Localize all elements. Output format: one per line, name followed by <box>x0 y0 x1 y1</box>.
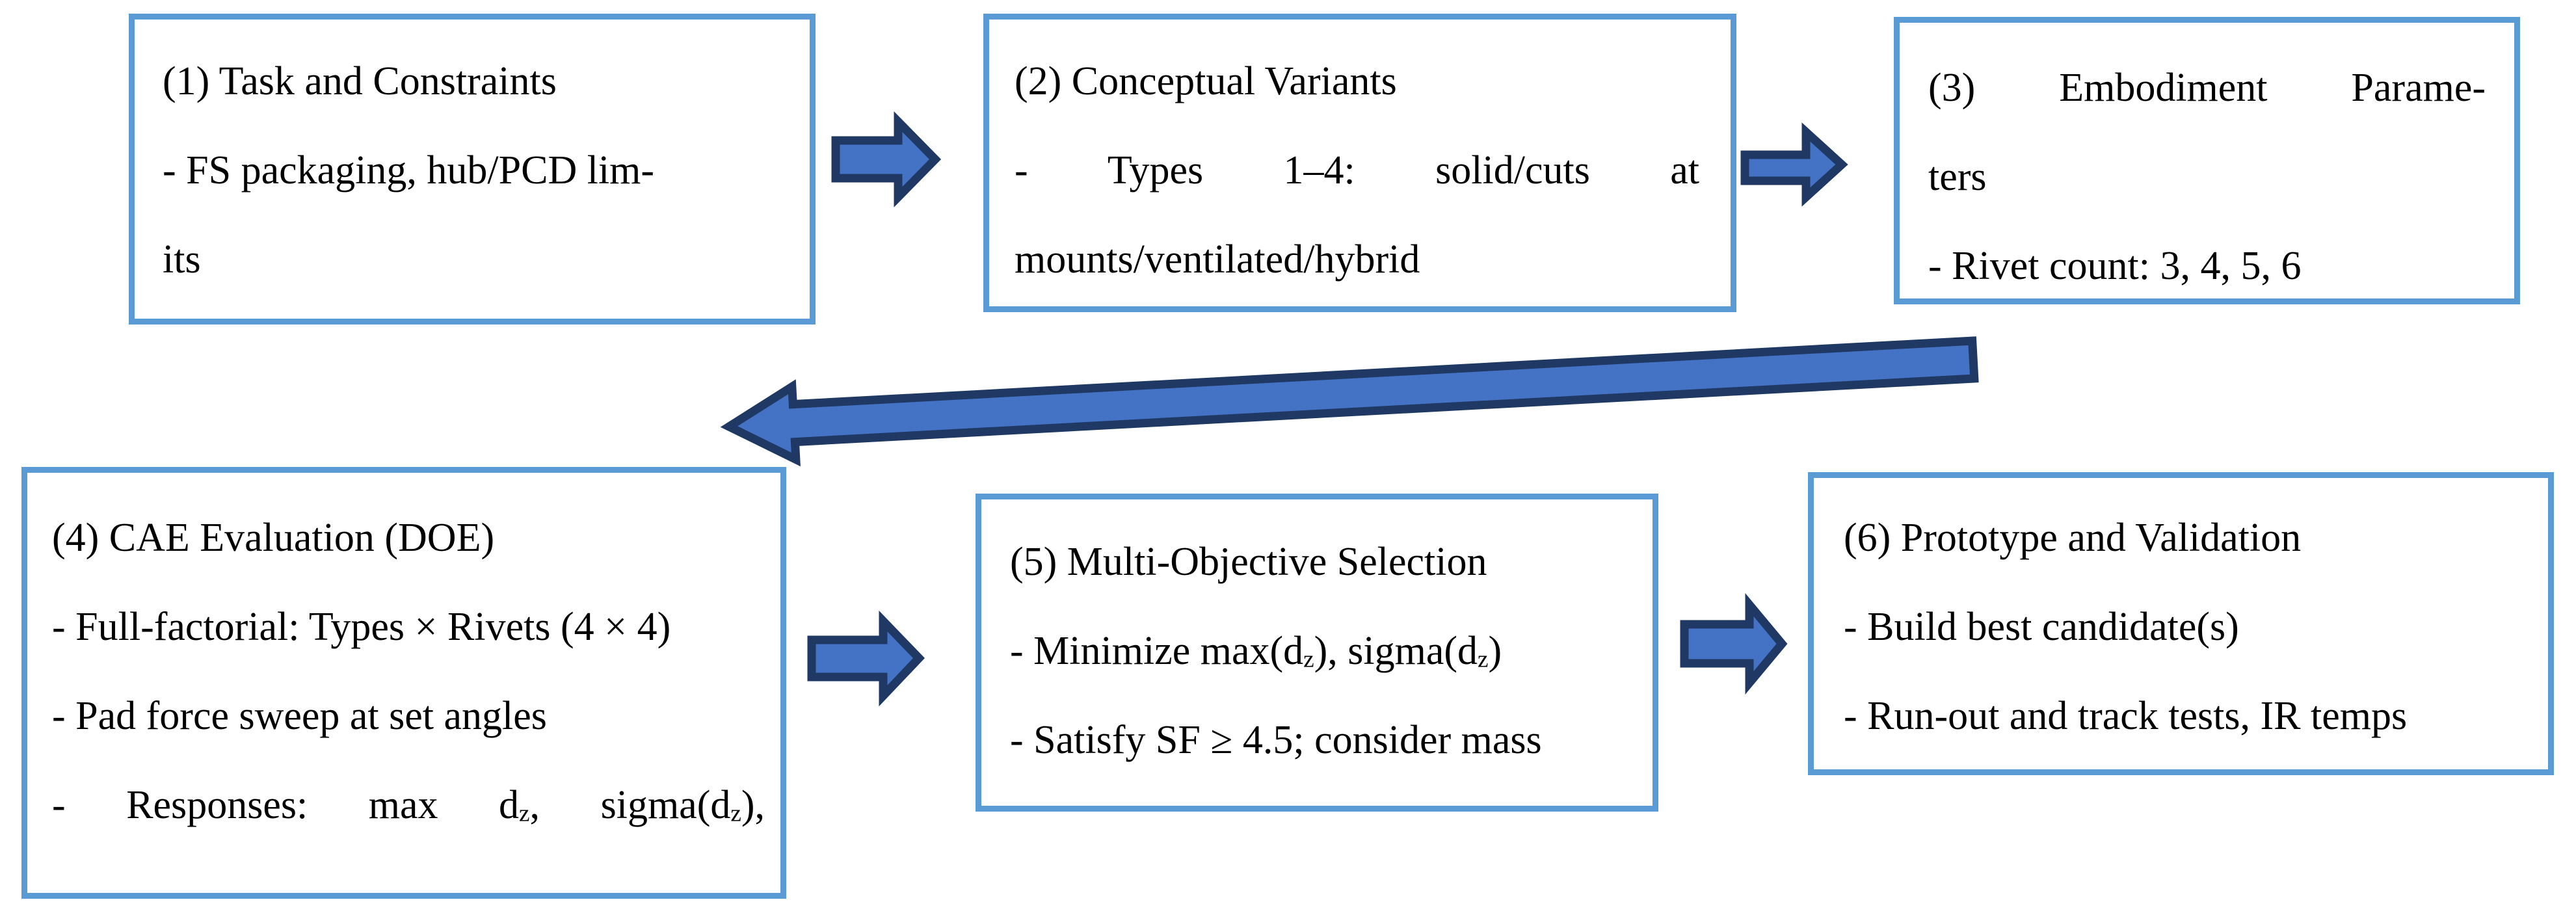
text-line: mounts/ventilated/hybrid <box>1015 237 1420 282</box>
text-line: its <box>163 237 201 282</box>
step-box-conceptual-variants: (2) Conceptual Variants - Types 1–4: soli… <box>983 14 1736 312</box>
text-line: (6) Prototype and Validation <box>1844 516 2302 560</box>
step-box-prototype-and-validation: (6) Prototype and Validation - Build best… <box>1808 472 2554 775</box>
text-line: - Types 1–4: solid/cuts at <box>1015 148 1699 192</box>
right-arrow-icon-step2-to-step3 <box>1740 122 1848 207</box>
right-arrow-icon-step4-to-step5 <box>807 610 925 707</box>
step-box-multi-objective-selection: (5) Multi-Objective Selection - Minimize … <box>976 494 1658 812</box>
text-line: - Pad force sweep at set angles <box>52 694 547 738</box>
right-arrow-icon-step5-to-step6 <box>1680 593 1788 695</box>
text-line: - Satisfy SF ≥ 4.5; consider mass <box>1010 718 1542 762</box>
text-line: (1) Task and Constraints <box>163 59 557 103</box>
text-line: (4) CAE Evaluation (DOE) <box>52 516 495 560</box>
long-left-arrow-icon-step3-to-step4 <box>720 336 1979 467</box>
text-line: - Responses: max dz, sigma(dz), <box>52 783 765 827</box>
text-line: (3) Embodiment Parame- <box>1928 66 2486 110</box>
text-line: ters <box>1928 155 1987 199</box>
right-arrow-icon-step1-to-step2 <box>831 111 942 207</box>
step-box-embodiment-parameters: (3) Embodiment Parame-ters - Rivet count:… <box>1894 17 2520 304</box>
text-line: (5) Multi-Objective Selection <box>1010 540 1487 584</box>
text-line: - Build best candidate(s) <box>1844 605 2239 649</box>
step-box-cae-evaluation-doe: (4) CAE Evaluation (DOE) - Full-factorial… <box>21 467 786 899</box>
step-box-task-and-constraints: (1) Task and Constraints - FS packaging, … <box>129 14 816 325</box>
text-line: - Minimize max(dz), sigma(dz) <box>1010 629 1502 673</box>
text-line: - Run-out and track tests, IR temps <box>1844 694 2408 738</box>
text-line: - Rivet count: 3, 4, 5, 6 <box>1928 244 2302 288</box>
text-line: - FS packaging, hub/PCD lim- <box>163 148 655 192</box>
text-line: - Full-factorial: Types × Rivets (4 × 4) <box>52 605 671 649</box>
text-line: (2) Conceptual Variants <box>1015 59 1397 103</box>
